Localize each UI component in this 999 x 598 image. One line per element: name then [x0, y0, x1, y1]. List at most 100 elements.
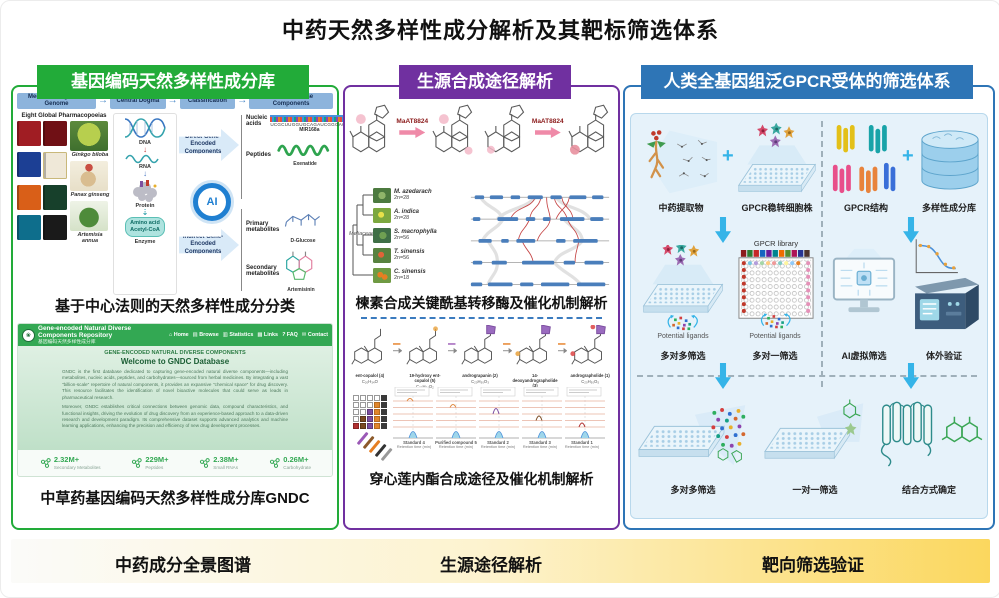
label-many-to-many: 多对多筛选 — [660, 351, 706, 361]
book-cover — [43, 215, 67, 241]
direct-components-arrow: Direct Gene-Encoded Components — [179, 129, 239, 161]
panel2-caption-meliacin: 楝素合成关键酰基转移酶及催化机制解析 — [355, 295, 608, 311]
compound-cell: 14-deoxyandrographolide (3) C₂₀H₃₀O₄ — [512, 324, 558, 393]
contact-icon: ✉ — [301, 332, 307, 338]
panel1-header: 基因编码天然多样性成分库 — [37, 65, 309, 99]
plant-label-ginseng: Panax ginseng — [70, 192, 110, 198]
gpcr-cell-line-icon — [738, 123, 816, 192]
catalysis-arrow-icon: ⇣ — [141, 208, 149, 217]
label-in-vitro-validation: 体外验证 — [925, 351, 962, 361]
panel1-caption-classification: 基于中心法则的天然多样性成分分类 — [54, 298, 295, 315]
flow-arrow-icon: → — [98, 95, 109, 106]
species-photo — [373, 208, 391, 223]
species-photo — [373, 188, 391, 203]
labdane-structure-icon — [515, 324, 551, 365]
plus-sign: + — [722, 145, 734, 167]
nav-home: ⌂ Home — [168, 332, 189, 338]
amino-acid-label: Amino acid — [130, 220, 160, 226]
protein-label: Protein — [135, 203, 155, 209]
species-photo — [373, 268, 391, 283]
ginseng-photo — [70, 161, 108, 191]
panel-gpcr-screening: + + 中药提取物 GPCR稳转细胞株 GPCR结构 多样性成分库 Potent… — [623, 85, 995, 530]
gndc-welcome: Welcome to GNDC Database — [120, 357, 230, 366]
mir168a-name: MIR168a — [299, 127, 320, 133]
metabolite-network-icon — [40, 458, 51, 468]
gndc-website-screenshot: ❀ Gene-encoded Natural Diverse Component… — [17, 323, 333, 477]
label-gpcr-structure: GPCR结构 — [843, 203, 888, 213]
label-binding-mode: 结合方式确定 — [901, 485, 956, 495]
nav-contact: ✉ Contact — [301, 332, 328, 338]
pathway-arrow-icon — [447, 343, 458, 354]
artemisia-photo — [70, 201, 108, 231]
stat-carbohydrate: 0.26M+Carbohydrate — [268, 456, 311, 470]
gndc-paragraph-2: Moreover, GNDC establishes critical conn… — [61, 404, 289, 429]
stat-secondary-metabolites: 2.32M+Secondary Metabolites — [39, 456, 101, 470]
panel-biosynthesis: MaAT8824 MaAT8824 Meliaceae M. azed — [343, 85, 620, 530]
transcription-arrow-icon: ↓ — [143, 145, 147, 154]
panel-gene-encoded-library: Medicinal Organism Genome → Central Dogm… — [11, 85, 349, 530]
dna-icon — [124, 118, 166, 138]
protein-icon — [133, 180, 157, 202]
label-tcm-extract: 中药提取物 — [658, 203, 704, 213]
pathway-arrow-icon — [502, 343, 513, 354]
label-many-to-one: 多对一筛选 — [752, 351, 798, 361]
figure-title: 中药天然多样性成分解析及其靶标筛选体系 — [281, 18, 719, 43]
exenatide-name: Exenatide — [293, 161, 317, 167]
steroid-structure-icon — [432, 104, 473, 155]
pharmacopoeia-books — [17, 121, 67, 244]
plate-reader-icon — [914, 277, 980, 330]
gndc-nav: ⌂ Home ▤ Browse ▥ Statistics ▦ Links ? F… — [169, 332, 328, 338]
panel1-caption-gndc: 中草药基因编码天然多样性成分库GNDC — [40, 490, 310, 507]
family-label: Meliaceae — [349, 231, 375, 237]
classification-column: Direct Gene-Encoded Components AI Indire… — [179, 113, 349, 293]
pathway-arrow-icon — [392, 343, 403, 354]
book-cover — [43, 184, 67, 210]
stat-small-rnas: 2.38M+Small RNAs — [198, 456, 239, 470]
panel2-header: 生源合成途径解析 — [399, 65, 571, 99]
faq-icon: ? — [282, 332, 286, 338]
gndc-header: ❀ Gene-encoded Natural Diverse Component… — [18, 324, 332, 346]
label-many-to-many-2: 多对多筛选 — [670, 485, 716, 495]
rna-icon — [125, 154, 159, 164]
compound-cell: 19-hydroxy ent-copalol (5) C₂₀H₃₄O₂ — [402, 325, 448, 389]
statistics-icon: ▥ — [222, 332, 228, 338]
reaction-arrow-icon — [399, 127, 426, 138]
enzyme-combination-key — [353, 395, 387, 429]
gndc-tagline: GENE-ENCODED NATURAL DIVERSE COMPONENTS — [104, 350, 246, 356]
chromatogram-traces-icon — [393, 387, 605, 439]
nav-links: ▦ Links — [257, 332, 278, 338]
central-dogma-column: DNA ↓ RNA ↓ Protein ⇣ Amino acid Acetyl-… — [113, 113, 177, 295]
label-diversity-library: 多样性成分库 — [921, 203, 976, 213]
book-cover — [43, 121, 67, 146]
nucleic-acids-label: Nucleic acids — [246, 115, 268, 127]
enzyme-step-2: MaAT8824 — [530, 118, 566, 138]
gndc-site-title: Gene-encoded Natural Diverse Components … — [38, 324, 132, 340]
footer-label-panorama: 中药成分全景图谱 — [115, 556, 251, 575]
indirect-components-arrow: Indirect Gene-Encoded Components — [179, 229, 239, 261]
gndc-stats-row: 2.32M+Secondary Metabolites 229M+Peptide… — [18, 450, 332, 476]
plus-sign: + — [902, 145, 914, 167]
panel2-caption-andrographolide: 穿心莲内酯合成途径及催化机制解析 — [369, 471, 594, 487]
vertical-divider — [821, 121, 823, 387]
book-cover — [17, 184, 41, 210]
gpcr-binding-sketch-icon — [880, 401, 933, 467]
primary-metabolites-label: Primary metabolites — [246, 220, 280, 233]
nav-browse: ▤ Browse — [192, 332, 219, 338]
book-cover — [17, 151, 41, 177]
plant-label-artemisia: Artemisia annua — [77, 232, 103, 244]
reaction-arrow-icon — [534, 127, 561, 138]
compound-cell: andrographolide (1) C₂₀H₃₀O₅ — [567, 324, 613, 384]
browse-icon: ▤ — [192, 332, 198, 338]
dose-response-curve-icon — [915, 238, 959, 274]
mir168a-sequence: UCGCUUGGUGCAGAUCGGGAC — [270, 122, 346, 127]
helix-icon — [277, 144, 330, 157]
acetyl-coa-label: Acetyl-CoA — [130, 226, 160, 233]
label-potential-ligands: Potential ligands — [749, 333, 801, 340]
